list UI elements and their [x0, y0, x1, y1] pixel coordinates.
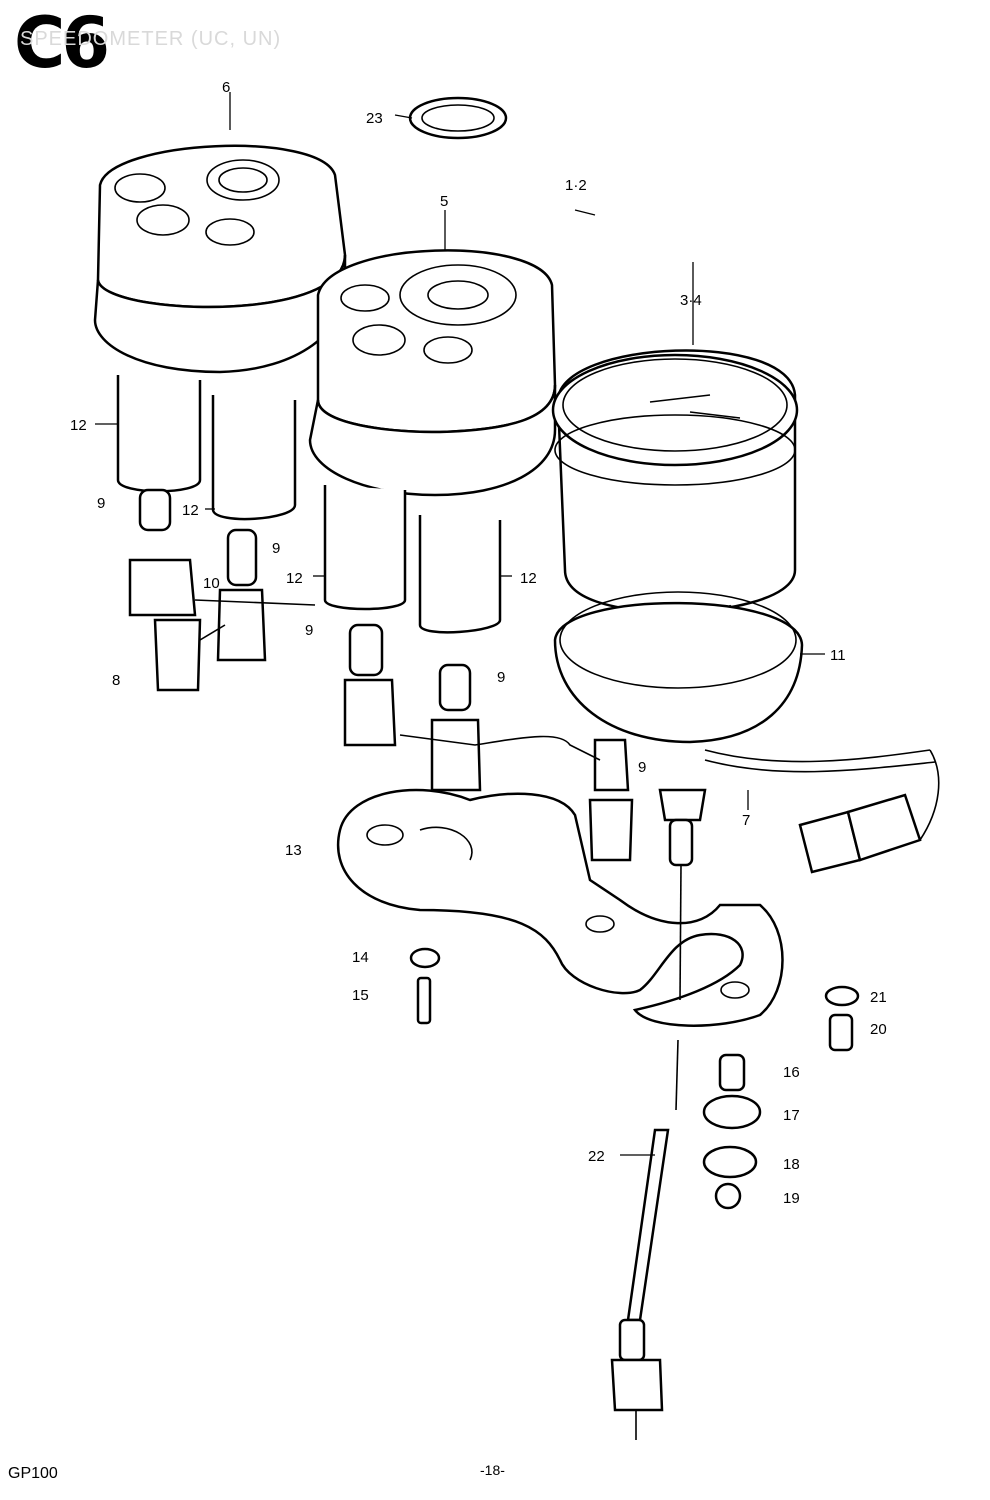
callout-19: 19	[783, 1190, 800, 1207]
callout-13: 13	[285, 842, 302, 859]
callout-14: 14	[352, 949, 369, 966]
callout-3-4: 3·4	[680, 292, 702, 309]
callout-16: 16	[783, 1064, 800, 1081]
callout-1-2: 1·2	[565, 177, 587, 194]
callout-10: 10	[203, 575, 220, 592]
callout-5: 5	[440, 193, 448, 210]
callout-9b: 9	[272, 540, 280, 557]
wiring-harness	[704, 749, 940, 874]
leader-lines	[95, 92, 825, 1156]
callout-20: 20	[870, 1021, 887, 1038]
callout-12c: 12	[286, 570, 303, 587]
callout-9a: 9	[97, 495, 105, 512]
callout-9e: 9	[638, 759, 646, 776]
model-code: GP100	[8, 1465, 58, 1482]
callout-6: 6	[222, 79, 230, 96]
middle-meter-case	[308, 249, 557, 497]
callout-9c: 9	[305, 622, 313, 639]
callout-12d: 12	[520, 570, 537, 587]
page-code: C6	[14, 2, 110, 84]
left-bulb-sockets	[116, 375, 316, 692]
callout-12a: 12	[70, 417, 87, 434]
meter-bracket	[336, 788, 784, 1027]
page-number: -18-	[480, 1462, 505, 1478]
callout-18: 18	[783, 1156, 800, 1173]
callout-17: 17	[783, 1107, 800, 1124]
callout-15: 15	[352, 987, 369, 1004]
meter-gasket	[553, 591, 804, 744]
speedometer-cable	[610, 788, 707, 1440]
callout-22: 22	[588, 1148, 605, 1165]
callout-labels: 6 23 5 1·2 3·4 12 9 12 9 10 12 12 9 8 11…	[70, 79, 887, 1207]
callout-9d: 9	[497, 669, 505, 686]
callout-11: 11	[830, 647, 846, 664]
speedometer	[551, 349, 799, 626]
callout-23: 23	[366, 110, 383, 127]
callout-12b: 12	[182, 502, 199, 519]
left-meter-case	[93, 144, 347, 374]
callout-8: 8	[112, 672, 120, 689]
fasteners	[408, 96, 860, 1210]
middle-bulb-sockets	[323, 485, 634, 862]
page-title: SPEEDOMETER (UC, UN)	[20, 28, 282, 50]
callout-21: 21	[870, 989, 887, 1006]
callout-7: 7	[742, 812, 750, 829]
